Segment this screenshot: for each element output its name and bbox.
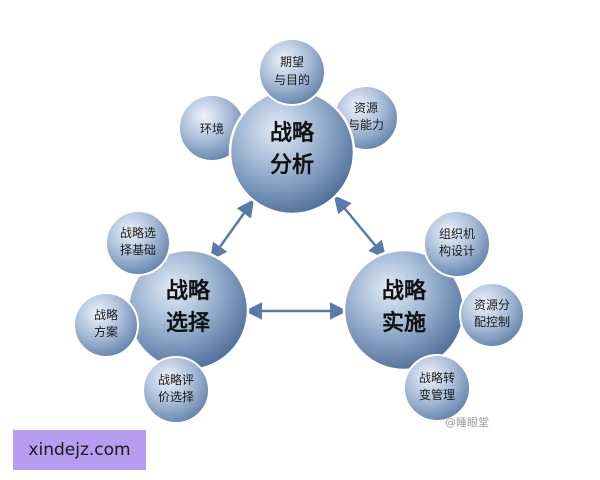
arrow-analysis-choice: [209, 199, 255, 261]
node-implementation-line-1: 战略: [382, 278, 427, 304]
node-evaluation-line-2: 价选择: [158, 390, 194, 404]
node-resources-capabilities-line-1: 资源: [354, 101, 378, 115]
site-badge: xindejz.com: [13, 430, 146, 470]
node-org-design-line-2: 构设计: [439, 243, 475, 258]
node-resource-allocation-line-1: 资源分: [474, 298, 510, 312]
node-choice-basis-line-1: 战略选: [120, 225, 156, 240]
node-resources-capabilities-line-2: 与能力: [348, 118, 384, 132]
node-resource-allocation-line-2: 配控制: [474, 315, 510, 329]
node-expectations: 期望 与目的: [258, 38, 326, 106]
node-change-management: 战略转 变管理: [403, 354, 471, 422]
node-implementation-line-2: 实施: [382, 310, 426, 336]
watermark-text: @睡眼堂: [445, 416, 489, 429]
node-strategic-options: 战略 方案: [73, 292, 139, 358]
node-choice-line-2: 选择: [166, 310, 211, 336]
node-expectations-line-2: 与目的: [274, 72, 310, 87]
node-choice-basis-line-2: 择基础: [120, 243, 156, 257]
node-analysis: 战略 分析: [228, 88, 356, 216]
node-change-management-line-1: 战略转: [419, 370, 455, 385]
node-resource-allocation: 资源分 配控制: [459, 282, 525, 348]
node-choice-line-1: 战略: [166, 278, 211, 304]
node-implementation: 战略 实施: [342, 248, 466, 372]
node-analysis-line-1: 战略: [270, 120, 315, 146]
node-environment-line-1: 环境: [200, 121, 224, 136]
node-choice-basis: 战略选 择基础: [105, 210, 171, 276]
arrow-analysis-implementation: [333, 195, 387, 259]
node-analysis-line-2: 分析: [270, 153, 314, 178]
node-strategic-options-line-2: 方案: [94, 324, 118, 339]
node-evaluation: 战略评 价选择: [142, 356, 210, 424]
node-expectations-line-1: 期望: [280, 55, 304, 69]
node-org-design-line-1: 组织机: [439, 227, 475, 241]
node-strategic-options-line-1: 战略: [94, 307, 118, 322]
node-org-design: 组织机 构设计: [423, 210, 491, 278]
node-change-management-line-2: 变管理: [419, 387, 455, 402]
node-evaluation-line-1: 战略评: [158, 372, 194, 387]
